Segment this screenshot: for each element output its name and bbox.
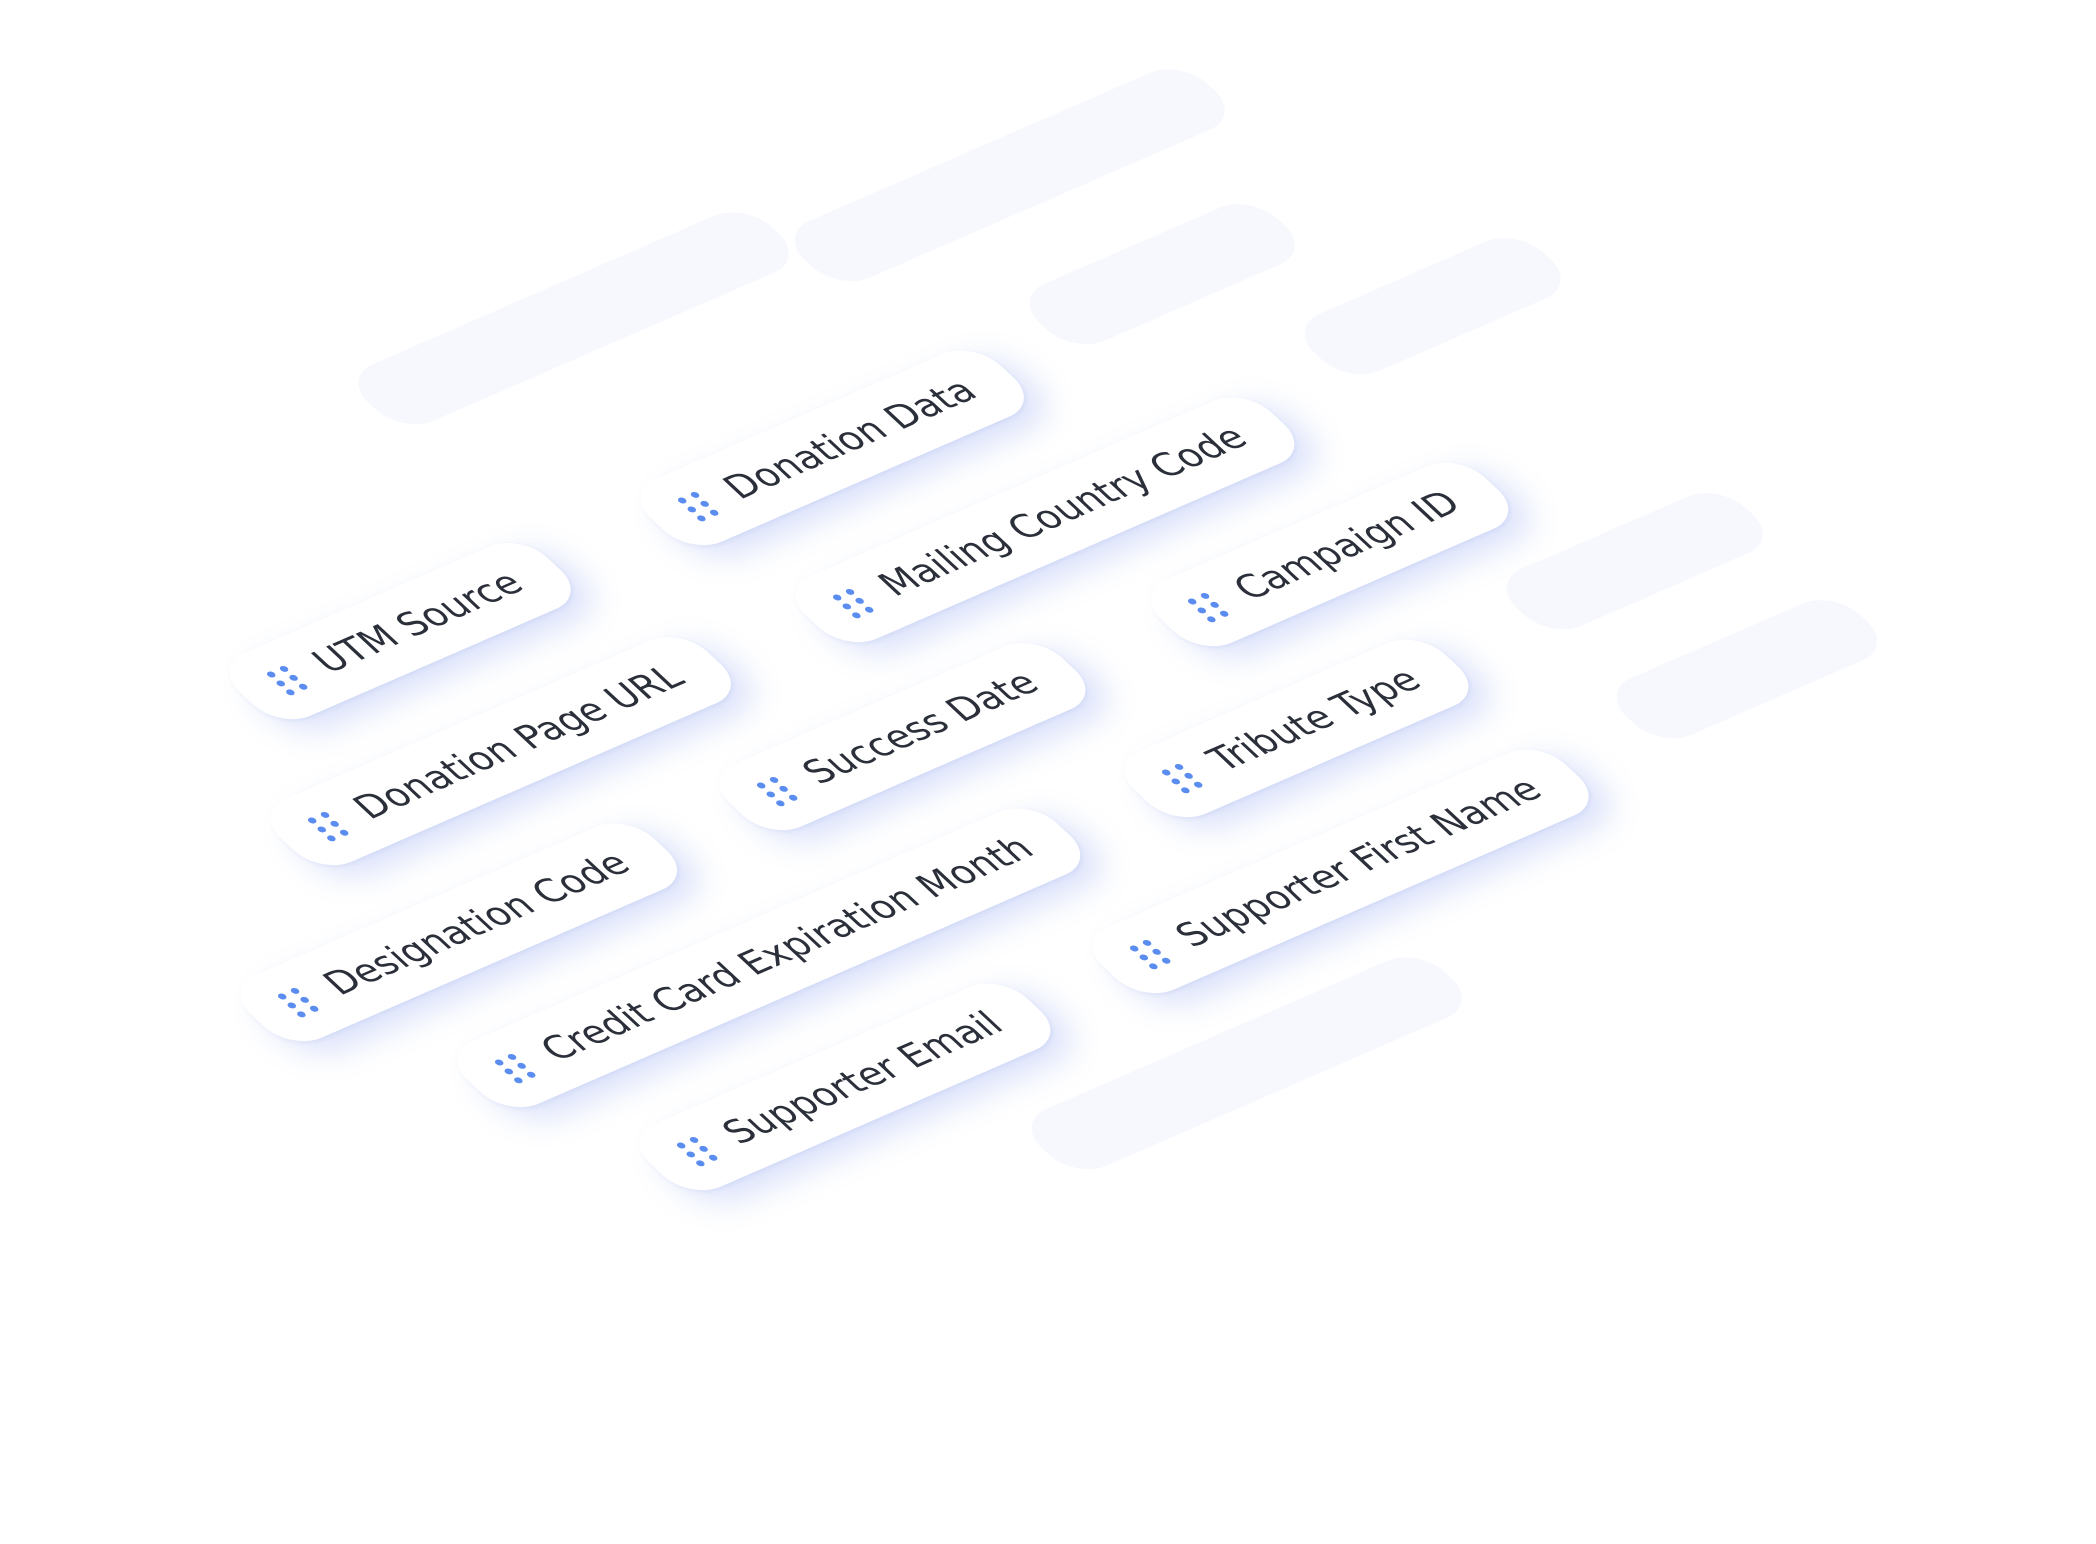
field-label: Campaign ID [1224,484,1471,608]
field-label: Designation Code [314,844,640,1003]
drag-handle-icon[interactable] [264,664,309,696]
placeholder-chip [1489,483,1780,640]
placeholder-chip [1014,947,1479,1180]
field-label: Supporter Email [713,1005,1013,1152]
drag-handle-icon[interactable] [1127,938,1172,970]
drag-handle-icon[interactable] [674,1135,719,1167]
drag-handle-icon[interactable] [275,986,320,1018]
drag-handle-icon[interactable] [754,775,799,807]
field-label: Donation Data [714,372,987,507]
drag-handle-icon[interactable] [830,587,875,619]
drag-handle-icon[interactable] [305,810,350,842]
drag-handle-icon[interactable] [1159,762,1204,794]
field-chip-credit-card-expiration-month[interactable]: Credit Card Expiration Month [440,798,1098,1118]
field-label: Success Date [793,664,1049,792]
field-label: UTM Source [303,564,533,681]
placeholder-chip [1287,228,1578,385]
drag-handle-icon[interactable] [675,490,720,522]
field-label: Tribute Type [1198,661,1431,779]
field-chip-success-date[interactable]: Success Date [702,632,1103,841]
field-label: Donation Page URL [344,658,694,827]
placeholder-chip [341,202,806,435]
drag-handle-icon[interactable] [1185,591,1230,623]
placeholder-chip [1012,194,1312,355]
drag-handle-icon[interactable] [492,1052,537,1084]
placeholder-chip [1599,590,1895,749]
